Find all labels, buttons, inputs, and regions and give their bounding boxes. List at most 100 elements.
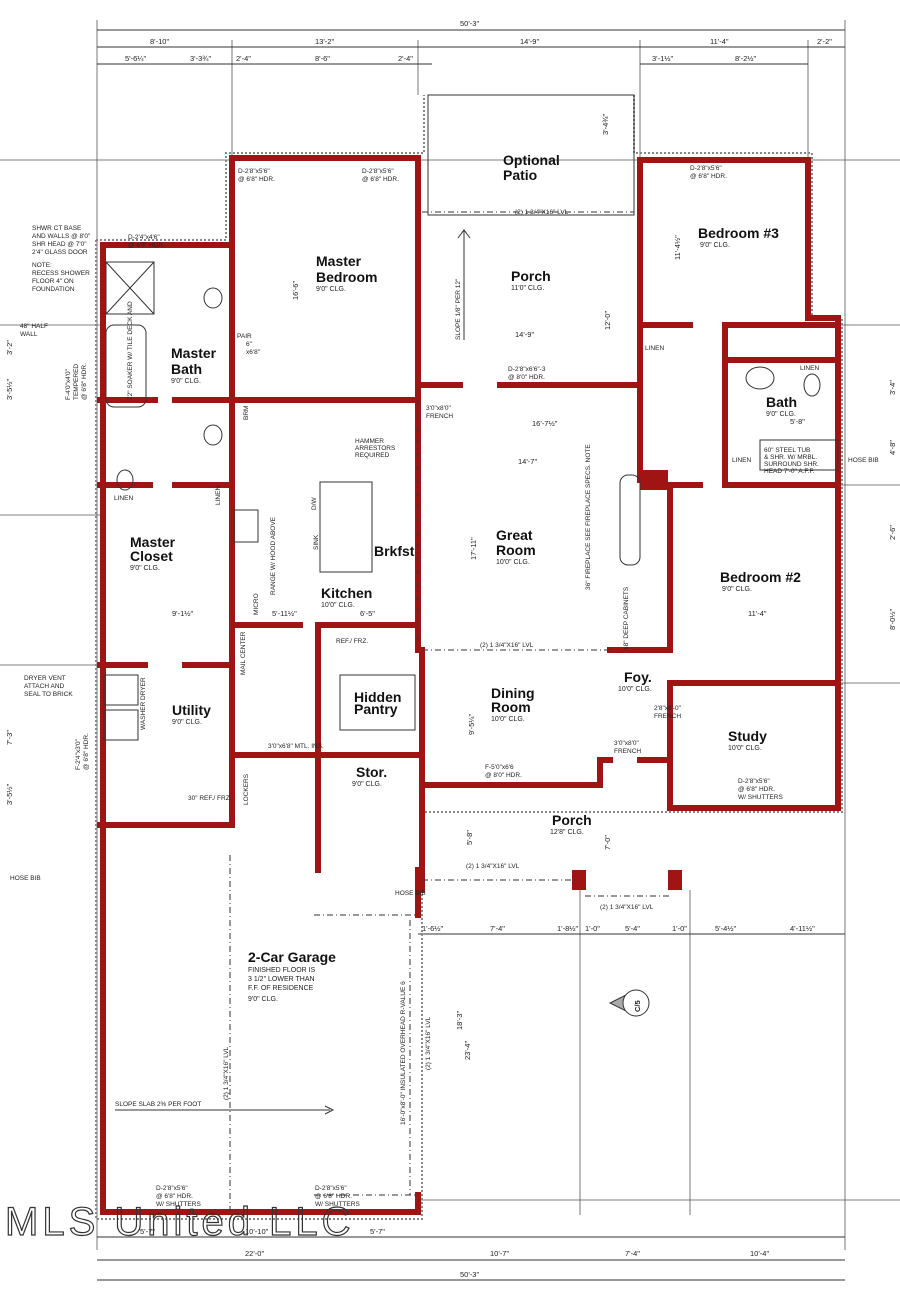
note: 36" FIREPLACE SEE FIREPLACE SPECS. NOTE: [585, 444, 592, 590]
window-label: @ 6'8" HDR.: [128, 242, 165, 249]
dim: 5'-4": [625, 924, 640, 933]
dim: 12'-0": [603, 311, 612, 330]
note: 18" DEEP CABINETS: [623, 586, 630, 650]
fireplace-hearth: [640, 470, 668, 490]
label-mail-center: MAIL CENTER: [240, 631, 247, 675]
label-ref30: 30" REF./ FRZ.: [188, 795, 232, 802]
shower: [105, 261, 155, 315]
label-washer: WASHER: [140, 701, 147, 730]
note: DRYER VENT: [24, 675, 66, 682]
dim: 14'-7": [518, 457, 537, 466]
room-master-bedroom: Bedroom: [316, 269, 377, 285]
ceiling-height: 10'0" CLG.: [321, 602, 355, 609]
window-label: W/ SHUTTERS: [315, 1201, 360, 1208]
note: NOTE:: [32, 262, 52, 269]
ceiling-height: 12'8" CLG.: [550, 829, 584, 836]
note: ARRESTORS: [355, 445, 396, 452]
dim: 5'-7": [140, 1227, 155, 1236]
room-master-bedroom: Master: [316, 253, 362, 269]
dim: 14'-9": [520, 37, 539, 46]
room-optional-patio: Optional: [503, 152, 560, 168]
dim-overall-top: 50'-3": [460, 19, 479, 28]
door-label: 3'0"x8'0": [426, 405, 451, 412]
ceiling-height: 9'0" CLG.: [722, 586, 752, 593]
window-label: @ 6'8" HDR.: [315, 1193, 352, 1200]
ceiling-height: 9'0" CLG.: [352, 781, 382, 788]
room-rear-porch: Porch: [511, 268, 551, 284]
note: (2) 1 3/4"X16" LVL: [600, 904, 654, 911]
note: FOUNDATION: [32, 286, 75, 293]
door-label: FRENCH: [654, 713, 681, 720]
door-label: 2'8"x8'-0": [654, 705, 682, 712]
door-label: x6'8": [246, 349, 261, 356]
window-label: D-2'8"x5'6": [315, 1185, 347, 1192]
label-lockers: LOCKERS: [243, 773, 250, 805]
note: SLOPE 1/8" PER 12": [455, 278, 462, 340]
room-master-bath: Bath: [171, 361, 202, 377]
window-label: @ 6'8" HDR.: [690, 173, 727, 180]
dim: 8'-6": [315, 54, 330, 63]
room-stor: Stor.: [356, 764, 387, 780]
watermark: MLS United LLC: [5, 1200, 354, 1244]
ceiling-height: 9'0" CLG.: [171, 378, 201, 385]
dim: 2'-6": [888, 525, 897, 540]
note: (2) 1 3/4"X16" LVL: [515, 209, 569, 216]
room-dining-room: Room: [491, 699, 531, 715]
dim: 8'-10": [150, 37, 169, 46]
window-label: D-2'8"x5'6": [156, 1185, 188, 1192]
label-linen: LINEN: [215, 486, 222, 505]
window-label: D-2'8"x5'6": [238, 168, 270, 175]
dim: 14'-9": [515, 330, 534, 339]
washer: [103, 674, 139, 706]
ceiling-height: 11'0" CLG.: [511, 285, 544, 292]
note: (2) 1 3/4"X16" LVL: [223, 1046, 230, 1100]
room-front-porch: Porch: [552, 812, 592, 828]
dim: 11'-4½": [673, 235, 682, 260]
dim: 10'-7": [490, 1249, 509, 1258]
bottom-dimensions: 5'-7" 10'-10" 5'-7" 22'-0" 10'-7" 7'-4" …: [140, 924, 815, 1279]
room-labels: Master Bedroom 9'0" CLG. Master Bath 9'0…: [130, 152, 801, 1003]
dim: 11'-4": [748, 609, 767, 618]
dim: 5'-11½": [272, 609, 297, 618]
window-label: W/ SHUTTERS: [738, 794, 783, 801]
door-label: @ 8'0" HDR.: [508, 374, 545, 381]
ceiling-height: 10'0" CLG.: [491, 716, 525, 723]
room-optional-patio: Patio: [503, 167, 537, 183]
note: WALL: [20, 331, 38, 338]
door-label: 3'0"x8'0": [614, 740, 639, 747]
dim: 7'-0": [603, 835, 612, 850]
label-micro: MICRO: [253, 593, 260, 615]
bath-toilet: [803, 373, 821, 397]
bath-tub: [759, 439, 839, 471]
note: (2) 1 3/4"X16" LVL: [480, 642, 534, 649]
dim: 2'-4": [398, 54, 413, 63]
range: [233, 509, 259, 543]
room-foyer: Foy.: [624, 669, 652, 685]
dim: 16'-7½": [532, 419, 558, 428]
fixture-labels: LINEN LINEN LINEN LINEN LINEN BRM MAIL C…: [114, 345, 819, 805]
note: 2'4" GLASS DOOR: [32, 249, 88, 256]
beams: [229, 211, 670, 1212]
plan-notes: SHWR CT BASE AND WALLS @ 8'0" SHR HEAD @…: [10, 209, 879, 1125]
window-label: D-2'8"x5'6": [362, 168, 394, 175]
dim: 16'-6": [291, 281, 300, 300]
window-label: F-2'4"x3'0": [75, 738, 82, 770]
soaker-tub: [105, 324, 147, 408]
dim: 17'-11": [469, 537, 478, 560]
dimension-lines: [97, 29, 845, 1281]
note: & SHR. W/ MRBL.: [764, 454, 817, 461]
window-label: F-5'0"x6'6: [485, 764, 514, 771]
dim: 22'-0": [245, 1249, 264, 1258]
slope-arrow-icon: [457, 229, 471, 340]
room-garage: 2-Car Garage: [248, 949, 336, 965]
room-bedroom-2: Bedroom #2: [720, 569, 801, 585]
note: 60" STEEL TUB: [764, 447, 810, 454]
sink: [203, 287, 223, 309]
garage-note: 3 1/2" LOWER THAN: [248, 976, 315, 983]
label-sink: SINK: [313, 534, 320, 550]
dim: 5'-7": [370, 1227, 385, 1236]
room-hidden-pantry: Pantry: [354, 701, 398, 717]
dim: 1'-6½": [422, 924, 444, 933]
window-label: @ 6'8" HDR.: [362, 176, 399, 183]
sink: [203, 424, 223, 446]
